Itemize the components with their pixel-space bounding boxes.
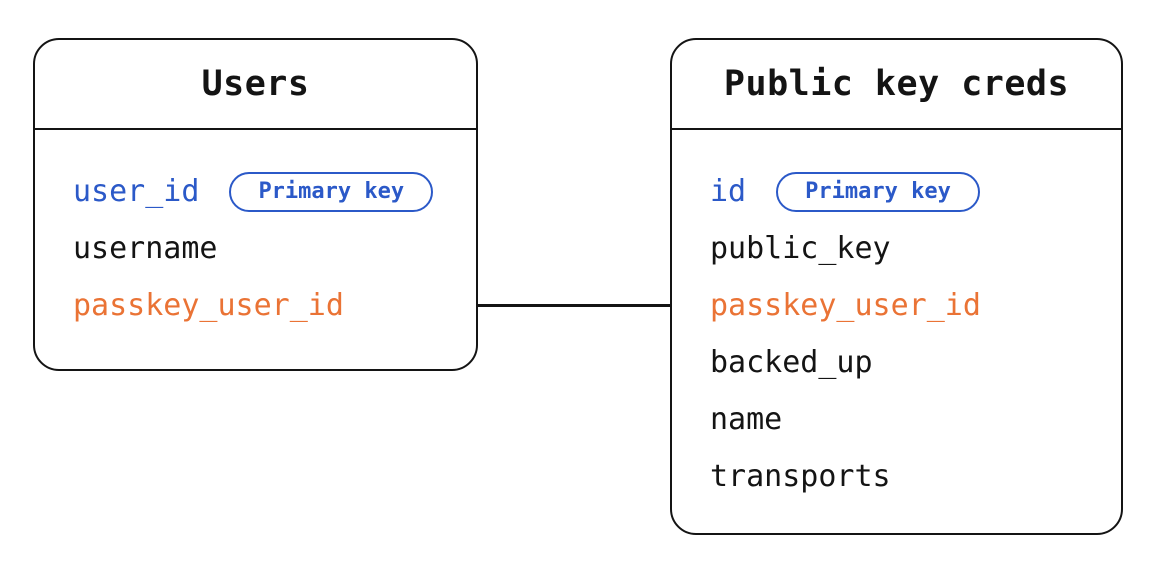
field-name-name: name <box>710 402 783 437</box>
primary-key-badge: Primary key <box>776 171 980 212</box>
field-name-public-key: public_key <box>710 231 891 266</box>
table-body-users: user_id Primary key username passkey_use… <box>35 130 476 334</box>
table-title-public-key-creds: Public key creds <box>723 64 1070 104</box>
field-name-passkey-user-id: passkey_user_id <box>73 288 344 323</box>
field-row-backed-up: backed_up <box>672 334 1121 391</box>
field-name-username: username <box>73 231 218 266</box>
table-header-public-key-creds: Public key creds <box>672 40 1121 130</box>
relationship-line <box>478 304 670 307</box>
field-name-passkey-user-id: passkey_user_id <box>710 288 981 323</box>
table-card-users: Users user_id Primary key username passk… <box>33 38 478 371</box>
field-name-id: id <box>710 174 747 209</box>
field-row-username: username <box>35 220 476 277</box>
table-body-public-key-creds: id Primary key public_key passkey_user_i… <box>672 130 1121 505</box>
field-row-passkey-user-id: passkey_user_id <box>35 277 476 334</box>
field-name-backed-up: backed_up <box>710 345 873 380</box>
field-row-id: id Primary key <box>672 163 1121 220</box>
field-row-public-key: public_key <box>672 220 1121 277</box>
primary-key-badge: Primary key <box>229 171 434 212</box>
field-row-passkey-user-id: passkey_user_id <box>672 277 1121 334</box>
field-name-transports: transports <box>710 459 891 494</box>
table-card-public-key-creds: Public key creds id Primary key public_k… <box>670 38 1123 535</box>
field-name-user-id: user_id <box>73 174 200 209</box>
field-row-name: name <box>672 391 1121 448</box>
table-title-users: Users <box>201 64 310 104</box>
table-header-users: Users <box>35 40 476 130</box>
field-row-user-id: user_id Primary key <box>35 163 476 220</box>
field-row-transports: transports <box>672 448 1121 505</box>
